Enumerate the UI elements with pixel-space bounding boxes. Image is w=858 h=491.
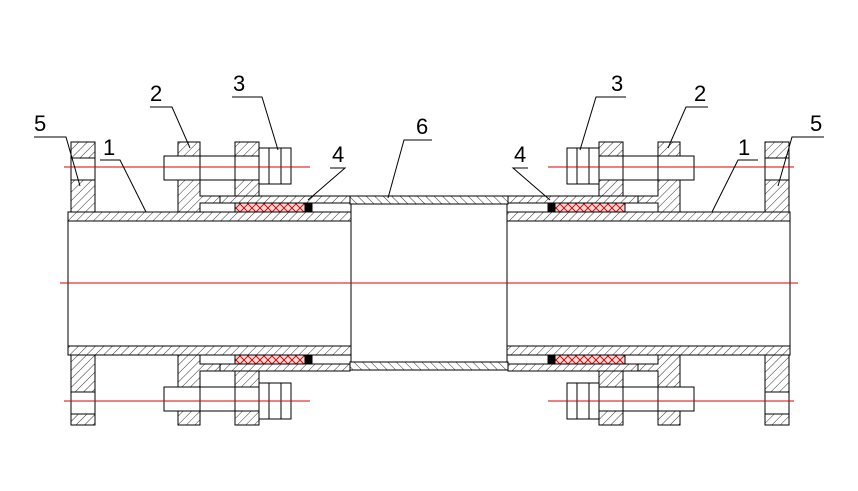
label-right-flange: 5	[810, 111, 822, 136]
right-seal-ring-top	[547, 202, 556, 213]
left-bolt-nut-top	[234, 141, 260, 157]
right-gland-nut-top	[657, 141, 681, 157]
label-right-bolt: 3	[611, 71, 623, 96]
right-seal-ring-bottom	[547, 354, 556, 365]
sleeve-upper-wall	[349, 195, 509, 205]
left-seal-ring-bottom	[304, 354, 313, 365]
left-assembly	[67, 141, 352, 426]
right-bolt-nut-top	[598, 141, 624, 157]
centerlines	[60, 166, 798, 402]
leader-lines	[34, 96, 824, 213]
label-left-gland: 2	[150, 81, 162, 106]
left-packing-bottom	[234, 354, 306, 365]
label-left-pipe: 1	[103, 135, 115, 160]
left-pipe-lower-wall	[67, 345, 352, 356]
label-right-pipe: 1	[738, 135, 750, 160]
label-right-seal: 4	[514, 142, 526, 167]
left-seal-ring-top	[304, 202, 313, 213]
left-gland-nut-top	[177, 141, 201, 157]
left-packing-top	[234, 202, 306, 213]
label-right-gland: 2	[694, 81, 706, 106]
left-gland-top	[177, 179, 221, 213]
label-sleeve: 6	[416, 114, 428, 139]
sleeve-lower-wall	[349, 361, 509, 371]
label-left-flange: 5	[34, 111, 46, 136]
right-pipe-lower-wall	[506, 345, 791, 356]
left-gland-bottom	[177, 354, 221, 388]
label-left-bolt: 3	[233, 71, 245, 96]
left-pipe-upper-wall	[67, 211, 352, 222]
right-gland-top	[637, 179, 681, 213]
right-packing-top	[554, 202, 626, 213]
label-left-seal: 4	[332, 142, 344, 167]
right-assembly	[506, 141, 791, 426]
right-packing-bottom	[554, 354, 626, 365]
right-pipe-upper-wall	[506, 211, 791, 222]
right-gland-bottom	[637, 354, 681, 388]
